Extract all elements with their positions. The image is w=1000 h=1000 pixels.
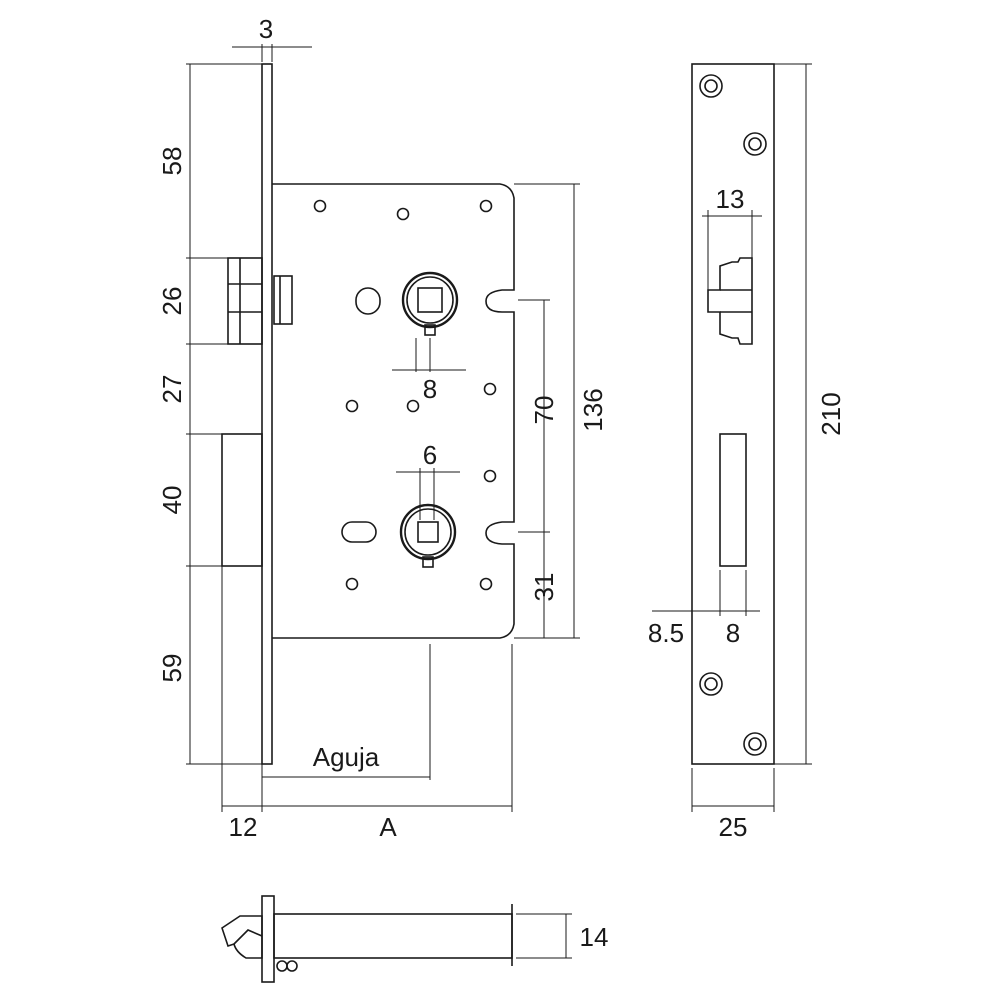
plate-latch-opening: [707, 257, 753, 345]
spindle-hub: [401, 271, 459, 336]
strike-plate: [691, 63, 775, 765]
dim-case-height: 136: [578, 388, 608, 431]
plate-bolt-opening: [719, 433, 747, 567]
dim-bolt-offset: 8.5: [648, 618, 684, 648]
dim-bolt-width: 8: [726, 618, 740, 648]
dim-spindle-size: 8: [423, 374, 437, 404]
dim-latch-to-bolt: 27: [157, 375, 187, 404]
dim-cylinder-size: 6: [423, 440, 437, 470]
dim-backset-label: A: [379, 812, 397, 842]
dim-plate-length: 210: [816, 392, 846, 435]
dim-top-to-latch: 58: [157, 147, 187, 176]
lower-slot: [341, 521, 377, 543]
top-case: [273, 913, 513, 959]
lock-body-front-view: [221, 63, 515, 765]
dim-bolt-height: 40: [157, 486, 187, 515]
front-view-dimensions: 3 58 26 27 40 59 8 6 70 31 136: [157, 14, 608, 842]
latch-bolt: [227, 257, 293, 345]
dim-plate-width: 25: [719, 812, 748, 842]
dim-bolt-to-bottom: 59: [157, 654, 187, 683]
dead-bolt: [221, 433, 263, 567]
dim-latch-height: 26: [157, 287, 187, 316]
faceplate: [261, 63, 273, 765]
top-latch: [221, 915, 263, 959]
cylinder-hub: [399, 503, 457, 568]
dim-strike-latch-width: 13: [716, 184, 745, 214]
dim-bolt-throw: 12: [229, 812, 258, 842]
faceplate-side-view: 13 210 8.5 8 25: [648, 63, 846, 842]
upper-slot: [355, 287, 381, 315]
plate-screw-holes: [699, 74, 767, 756]
mounting-holes: [313, 199, 497, 591]
dim-faceplate-thickness: 3: [259, 14, 273, 44]
dim-case-depth: 14: [580, 922, 609, 952]
dim-backset-name: Aguja: [313, 742, 380, 772]
dim-cylinder-to-bottom: 31: [529, 573, 559, 602]
dim-spindle-to-cylinder: 70: [529, 396, 559, 425]
lock-case: [272, 183, 515, 639]
lock-top-view: 14: [221, 895, 609, 983]
top-faceplate: [261, 895, 275, 983]
